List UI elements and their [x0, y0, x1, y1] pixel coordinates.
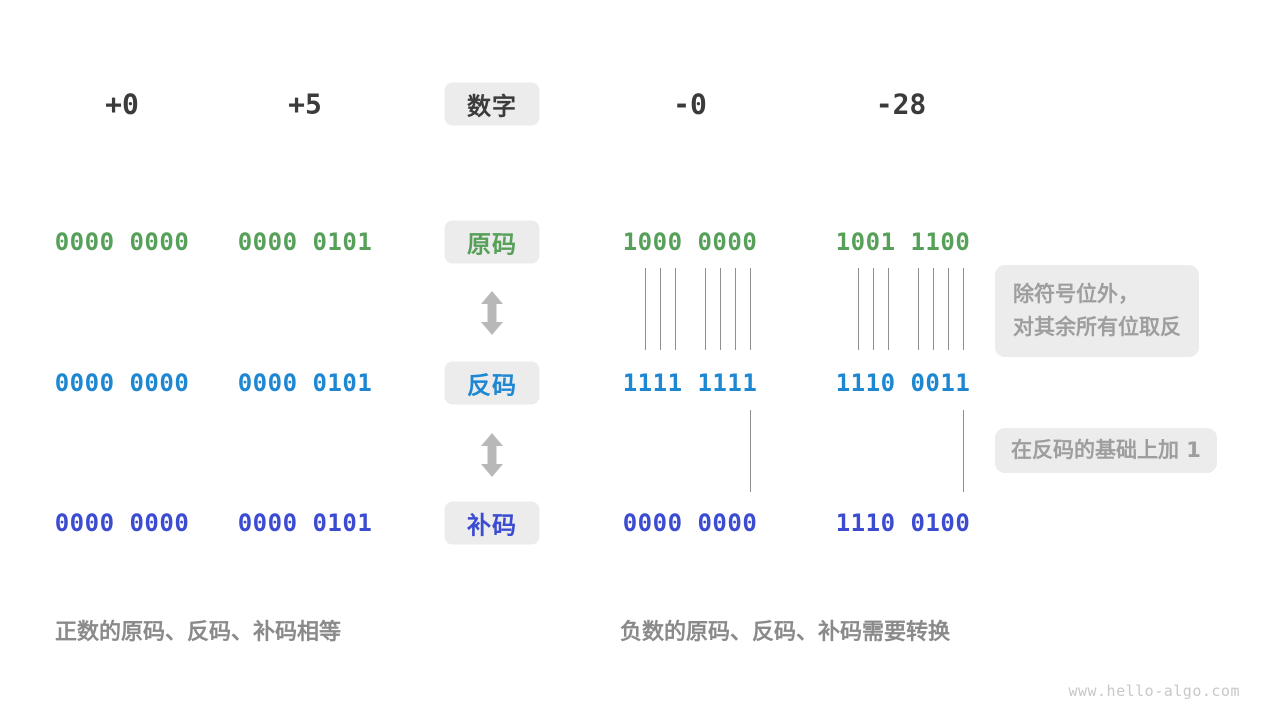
- twos-complement-value-minus28: 1110 0100: [835, 509, 971, 537]
- twos-complement-label-box: 补码: [444, 501, 540, 545]
- invert-annotation-line2: 对其余所有位取反: [1013, 315, 1181, 339]
- ones-complement-label: 反码: [467, 371, 517, 400]
- ones-complement-value-plus5: 0000 0101: [237, 369, 373, 397]
- sign-magnitude-value-plus0: 0000 0000: [54, 228, 190, 256]
- watermark-url: www.hello-algo.com: [1068, 682, 1240, 700]
- bit-invert-lines-minus28: [858, 268, 978, 350]
- ones-complement-value-plus0: 0000 0000: [54, 369, 190, 397]
- up-down-arrow-icon: [480, 433, 504, 477]
- twos-complement-value-plus0: 0000 0000: [54, 509, 190, 537]
- sign-magnitude-value-minus28: 1001 1100: [835, 228, 971, 256]
- sign-magnitude-value-minus0: 1000 0000: [622, 228, 758, 256]
- twos-complement-value-plus5: 0000 0101: [237, 509, 373, 537]
- add-one-line-minus28: [963, 410, 964, 492]
- header-number-minus0: -0: [673, 87, 707, 121]
- sign-magnitude-label-box: 原码: [444, 220, 540, 264]
- twos-complement-label: 补码: [467, 511, 517, 540]
- caption-positive-numbers: 正数的原码、反码、补码相等: [55, 620, 342, 645]
- add-one-line-minus0: [750, 410, 751, 492]
- sign-magnitude-label: 原码: [467, 230, 517, 259]
- ones-complement-value-minus0: 1111 1111: [622, 369, 758, 397]
- header-number-plus0: +0: [105, 87, 139, 121]
- header-label-box: 数字: [444, 82, 540, 126]
- ones-complement-label-box: 反码: [444, 361, 540, 405]
- add-one-annotation-box: 在反码的基础上加 1: [995, 428, 1217, 473]
- add-one-annotation-text: 在反码的基础上加 1: [1011, 438, 1201, 462]
- sign-magnitude-value-plus5: 0000 0101: [237, 228, 373, 256]
- twos-complement-value-minus0: 0000 0000: [622, 509, 758, 537]
- header-number-plus5: +5: [288, 87, 322, 121]
- caption-negative-numbers: 负数的原码、反码、补码需要转换: [620, 620, 951, 645]
- header-number-minus28: -28: [875, 87, 927, 121]
- invert-annotation-line1: 除符号位外，: [1013, 282, 1139, 306]
- bit-invert-lines-minus0: [645, 268, 765, 350]
- up-down-arrow-icon: [480, 291, 504, 335]
- ones-complement-value-minus28: 1110 0011: [835, 369, 971, 397]
- invert-annotation-box: 除符号位外， 对其余所有位取反: [995, 265, 1199, 357]
- header-label: 数字: [467, 92, 517, 121]
